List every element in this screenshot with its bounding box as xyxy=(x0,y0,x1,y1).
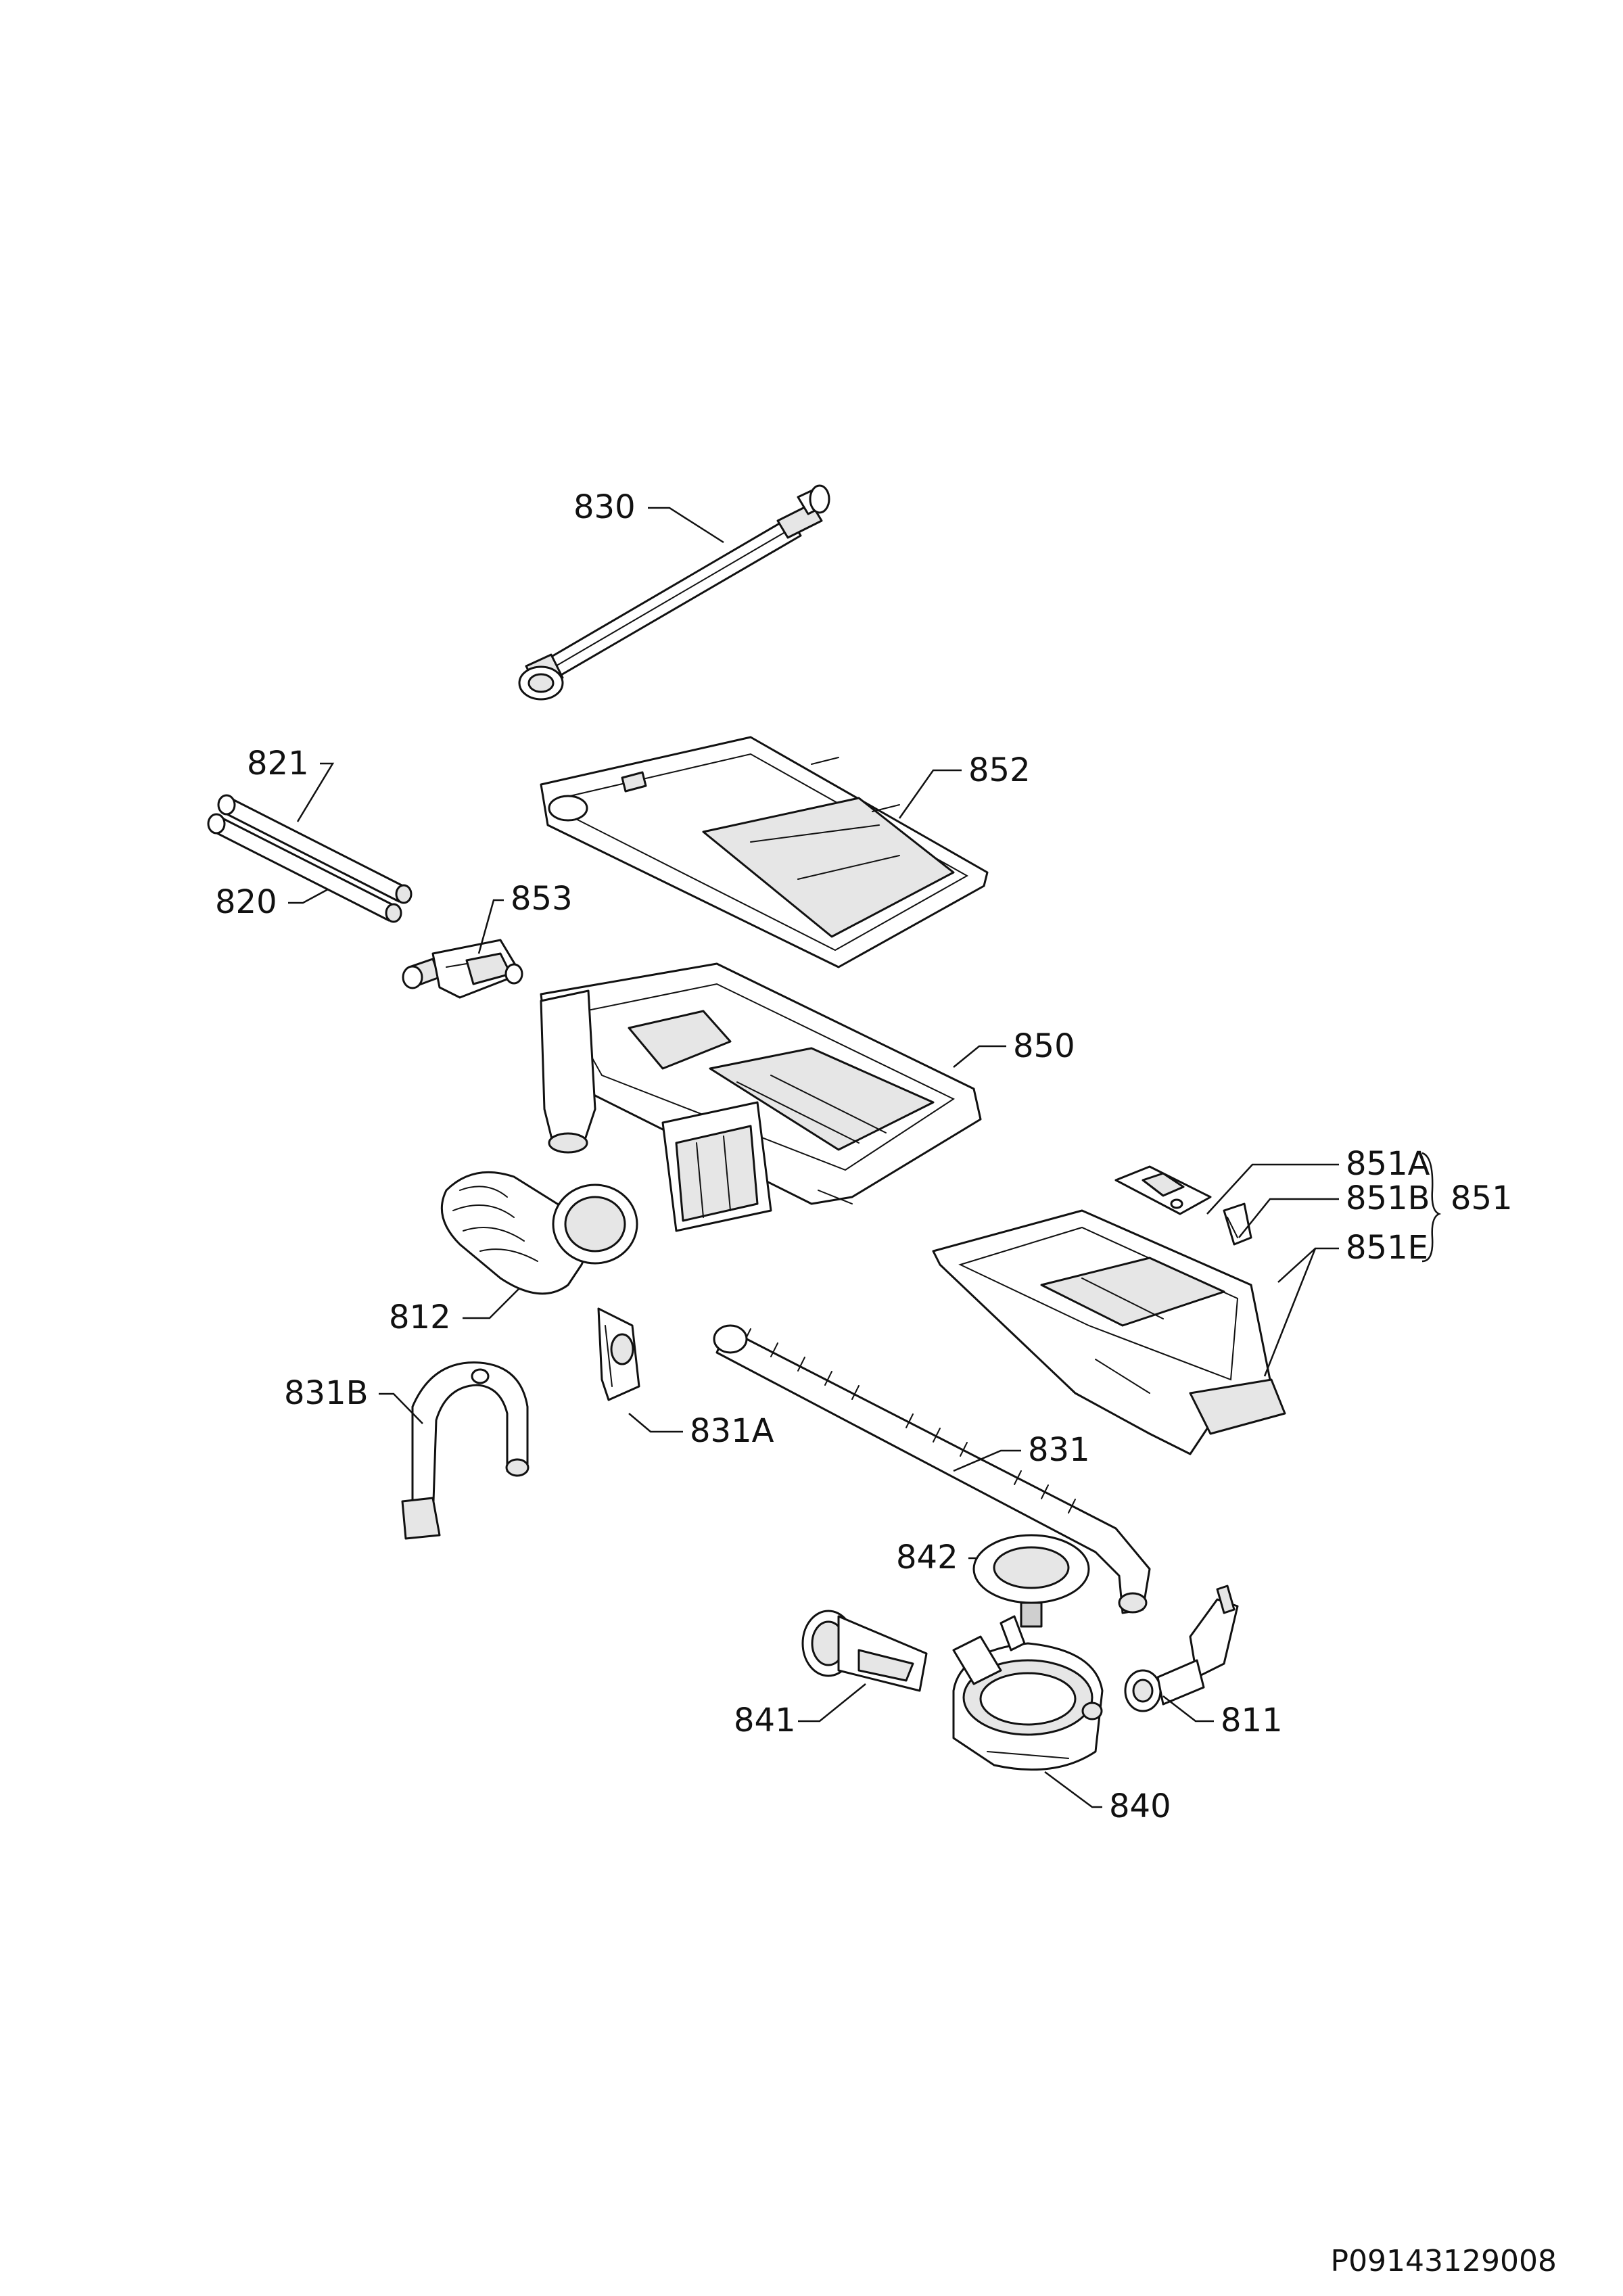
label-831A: 831A xyxy=(690,1412,774,1450)
label-811: 811 xyxy=(1221,1702,1283,1739)
leader-853 xyxy=(477,899,504,954)
leader-831 xyxy=(953,1449,1021,1472)
part-811-pressure-switch xyxy=(1124,1585,1239,1712)
leader-831B xyxy=(379,1392,423,1424)
part-850-dispenser-housing xyxy=(540,962,982,1232)
label-821: 821 xyxy=(247,745,309,782)
label-851: 851 xyxy=(1451,1179,1513,1217)
part-851-detergent-drawer xyxy=(932,1209,1286,1455)
label-842: 842 xyxy=(896,1539,958,1576)
label-841: 841 xyxy=(734,1702,796,1739)
leader-811 xyxy=(1162,1695,1214,1723)
part-831B-hose-guide xyxy=(401,1361,530,1540)
leader-840 xyxy=(1044,1771,1102,1808)
part-830-inlet-hose xyxy=(518,484,830,701)
leader-850 xyxy=(953,1045,1006,1068)
part-840-drain-pump xyxy=(952,1615,1104,1771)
part-820-tube xyxy=(207,813,402,923)
leader-841 xyxy=(798,1683,866,1723)
leader-lines xyxy=(288,507,1442,1808)
leader-831A xyxy=(628,1413,683,1433)
leader-830 xyxy=(648,507,724,544)
leader-851A xyxy=(1206,1163,1339,1215)
part-812-bellows-hose xyxy=(440,1171,638,1295)
label-853: 853 xyxy=(511,880,573,918)
leader-851-bracket xyxy=(1421,1152,1442,1263)
part-852-dispenser-cover xyxy=(540,736,989,968)
part-842-filter-cover xyxy=(972,1534,1090,1628)
leader-820 xyxy=(288,888,329,904)
part-841-pump-filter xyxy=(801,1610,928,1692)
leader-852 xyxy=(898,769,962,819)
leader-851B xyxy=(1238,1198,1339,1238)
label-812: 812 xyxy=(389,1298,451,1336)
leader-821 xyxy=(296,762,335,822)
leader-851E xyxy=(1263,1247,1339,1377)
label-851A: 851A xyxy=(1346,1145,1430,1183)
label-820: 820 xyxy=(215,883,277,921)
label-831: 831 xyxy=(1028,1431,1090,1469)
part-831-drain-hose xyxy=(713,1324,1151,1614)
label-840: 840 xyxy=(1109,1787,1171,1825)
drawing-code: P09143129008 xyxy=(1331,2244,1557,2278)
leader-812 xyxy=(463,1288,520,1319)
part-851B-clip xyxy=(1223,1202,1252,1246)
part-821-tube xyxy=(217,794,413,904)
label-852: 852 xyxy=(968,751,1031,789)
part-831A-bracket xyxy=(597,1307,640,1401)
label-850: 850 xyxy=(1013,1027,1075,1065)
label-851E: 851E xyxy=(1346,1229,1428,1267)
part-853-valve xyxy=(402,939,523,999)
part-labels: 830 852 821 820 853 850 851A 851B 851 85… xyxy=(215,488,1513,1825)
label-830: 830 xyxy=(573,488,636,526)
label-851B: 851B xyxy=(1346,1179,1430,1217)
leader-851-drawer xyxy=(1277,1248,1316,1283)
label-831B: 831B xyxy=(284,1374,369,1412)
part-851A-drawer-cap xyxy=(1114,1165,1212,1215)
